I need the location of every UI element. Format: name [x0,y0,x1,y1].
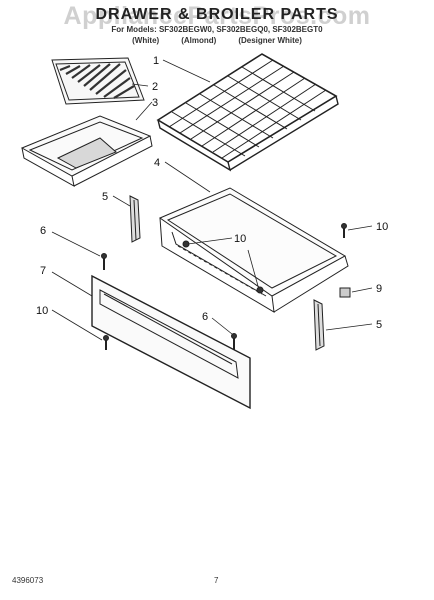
screw-part-10-d [103,335,109,350]
screw-part-10-b [256,286,264,294]
color-variants: (White) (Almond) (Designer White) [0,36,434,46]
screw-part-6-mid [231,333,237,350]
callout-7: 7 [40,265,46,277]
document-number: 4396073 [12,576,44,585]
callout-1: 1 [153,55,159,67]
callout-10-a: 10 [234,233,246,245]
callout-10-b: 10 [376,221,388,233]
drawer-front-panel [91,274,251,410]
page-title: DRAWER & BROILER PARTS [95,6,339,23]
callout-6-mid: 6 [202,311,208,323]
page-number: 7 [214,576,219,585]
variant-almond: (Almond) [181,36,217,45]
drawer [158,187,349,313]
model-list: For Models: SF302BEGW0, SF302BEGQ0, SF30… [111,25,323,34]
callout-3: 3 [152,97,158,109]
callout-5-left: 5 [102,191,108,203]
oven-rack [156,53,339,172]
drawer-slide-right [313,299,325,351]
page-header: DRAWER & BROILER PARTS For Models: SF302… [0,6,434,46]
broiler-grid [51,57,145,105]
screw-part-10-c [341,223,347,238]
callout-6-top: 6 [40,225,46,237]
callout-9: 9 [376,283,382,295]
variant-white: (White) [132,36,160,45]
callout-4: 4 [154,157,160,169]
drawer-slide-left [129,195,141,243]
callout-10-c: 10 [36,305,48,317]
callout-5-right: 5 [376,319,382,331]
callout-2: 2 [152,81,158,93]
clip-part-9 [339,287,351,298]
screw-part-6-top [101,253,107,270]
watermark: AppliancePartsPros.com [63,2,371,30]
broiler-pan [20,115,153,187]
variant-designer-white: (Designer White) [238,36,302,45]
